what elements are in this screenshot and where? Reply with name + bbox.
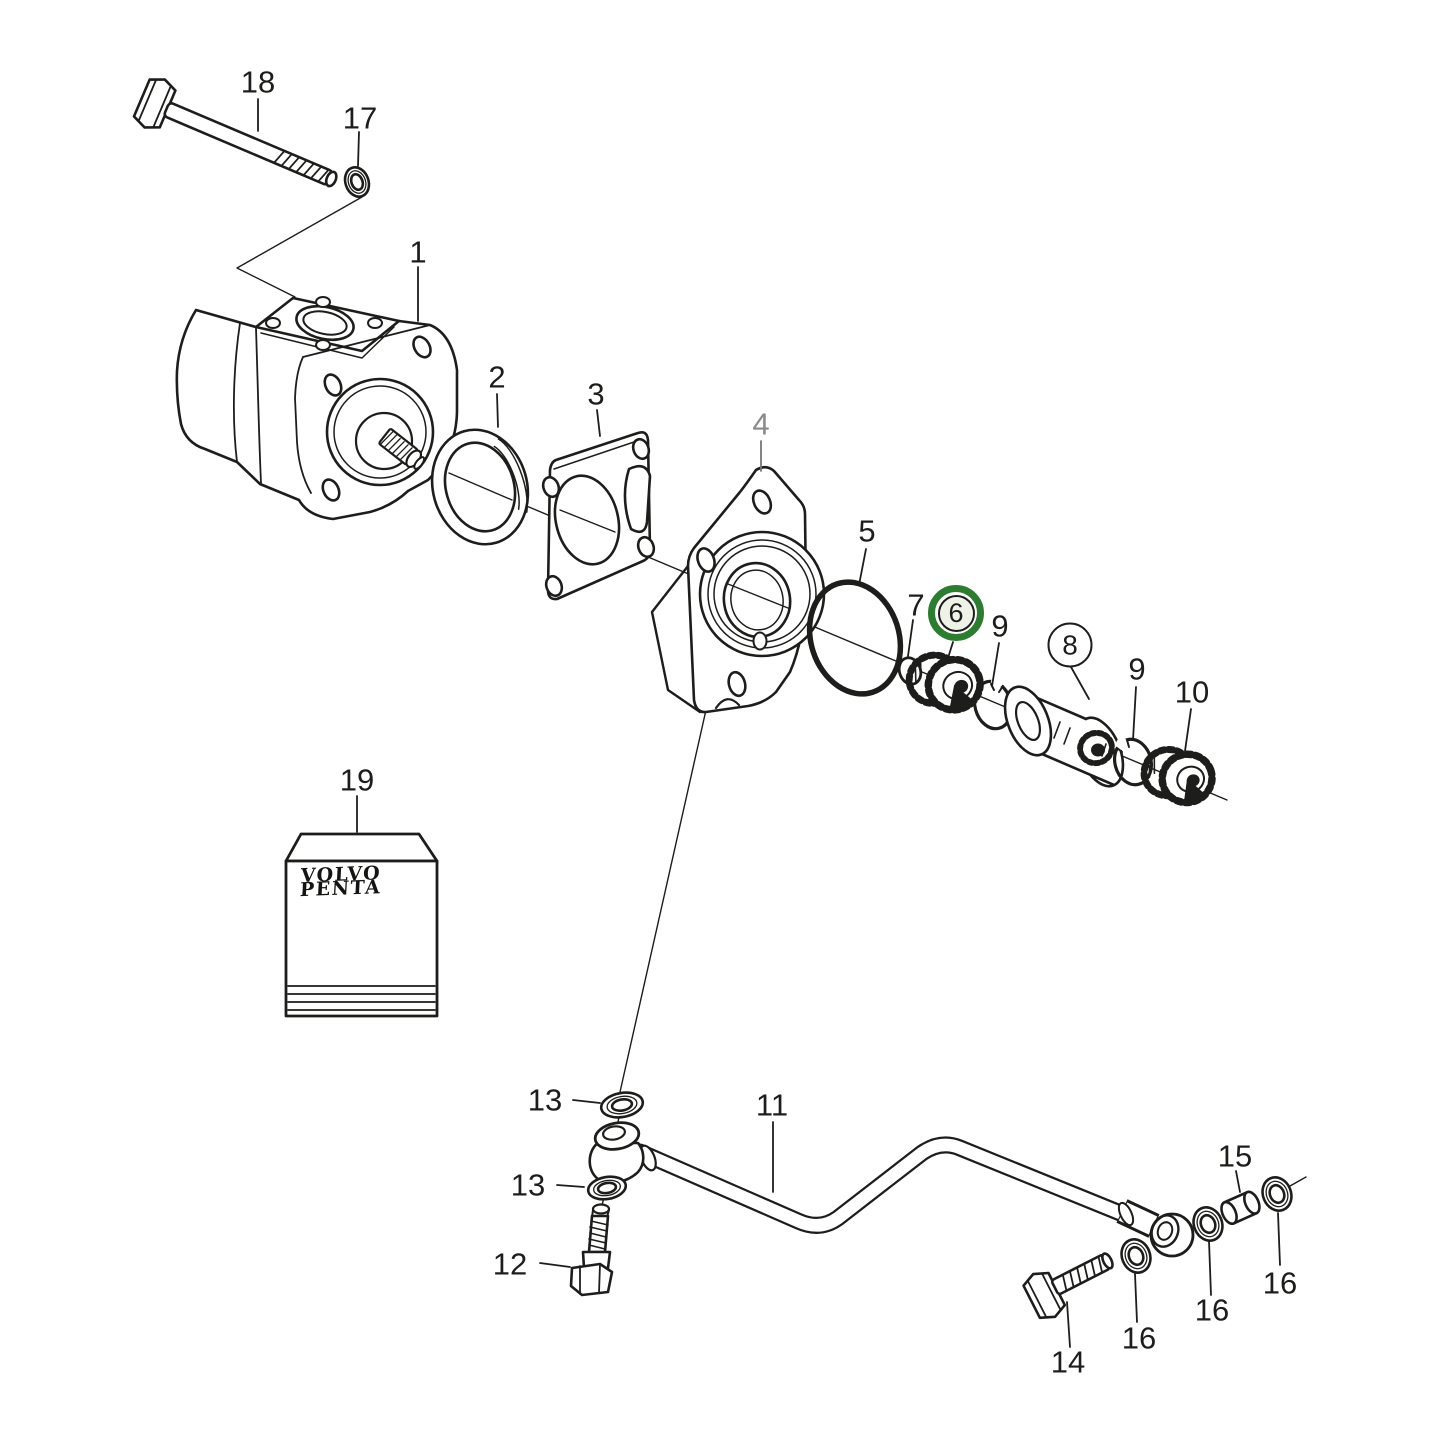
part-gasket-3 xyxy=(541,431,656,601)
callout-19[interactable]: 19 xyxy=(339,762,375,798)
brand-label: VOLVO PENTA xyxy=(299,862,383,902)
callout-6-highlighted[interactable]: 6 xyxy=(928,585,984,641)
part-banjo-bolt-12 xyxy=(569,1203,614,1297)
part-washer-16-left xyxy=(1120,1238,1152,1274)
callout-6-number: 6 xyxy=(937,594,975,632)
part-washer-16-middle xyxy=(1192,1206,1224,1242)
centerline-through-seal xyxy=(448,472,513,501)
part-oil-pipe-11 xyxy=(631,1136,1195,1258)
centerline-through-flange xyxy=(727,583,789,609)
part-drive-gear-6 xyxy=(905,651,984,714)
part-banjo-fitting xyxy=(588,1121,645,1184)
part-parts-kit-19 xyxy=(284,832,439,1018)
callout-3[interactable]: 3 xyxy=(587,376,605,412)
part-bolt-14 xyxy=(1022,1252,1114,1320)
callout-8-circled[interactable]: 8 xyxy=(1047,622,1093,668)
part-adapter-flange-4 xyxy=(650,465,826,714)
part-pump-1 xyxy=(175,296,459,521)
part-washer-16-right xyxy=(1261,1176,1293,1212)
callout-16-right[interactable]: 16 xyxy=(1262,1265,1298,1301)
part-gear-10 xyxy=(1140,745,1216,807)
part-washer-13-upper xyxy=(599,1091,645,1119)
centerline-through-gasket xyxy=(559,509,616,533)
callout-9-front[interactable]: 9 xyxy=(991,608,1009,644)
part-bushing-15 xyxy=(1220,1190,1261,1226)
callout-10[interactable]: 10 xyxy=(1174,674,1210,710)
part-coupling-sleeve-8 xyxy=(1003,685,1125,788)
callout-18[interactable]: 18 xyxy=(240,64,276,100)
callout-12[interactable]: 12 xyxy=(492,1246,528,1282)
part-oring-5 xyxy=(806,579,904,697)
part-washer-13-lower xyxy=(586,1175,628,1201)
callout-15[interactable]: 15 xyxy=(1217,1138,1253,1174)
callout-16-middle[interactable]: 16 xyxy=(1194,1292,1230,1328)
callout-13-upper[interactable]: 13 xyxy=(527,1082,563,1118)
callout-9-rear[interactable]: 9 xyxy=(1128,651,1146,687)
callout-5[interactable]: 5 xyxy=(858,513,876,549)
callout-14[interactable]: 14 xyxy=(1050,1344,1086,1380)
callout-7[interactable]: 7 xyxy=(907,587,925,623)
callout-16-left[interactable]: 16 xyxy=(1121,1320,1157,1356)
callout-1[interactable]: 1 xyxy=(409,234,427,270)
leader-lines xyxy=(257,98,1281,1348)
callout-17[interactable]: 17 xyxy=(342,100,378,136)
part-bolt-18 xyxy=(132,78,338,188)
callout-11[interactable]: 11 xyxy=(755,1087,789,1123)
callout-13-lower[interactable]: 13 xyxy=(510,1167,546,1203)
callout-4[interactable]: 4 xyxy=(752,406,770,442)
brand-line-2: PENTA xyxy=(299,876,382,902)
part-washer-17 xyxy=(343,166,371,198)
callout-2[interactable]: 2 xyxy=(488,359,506,395)
